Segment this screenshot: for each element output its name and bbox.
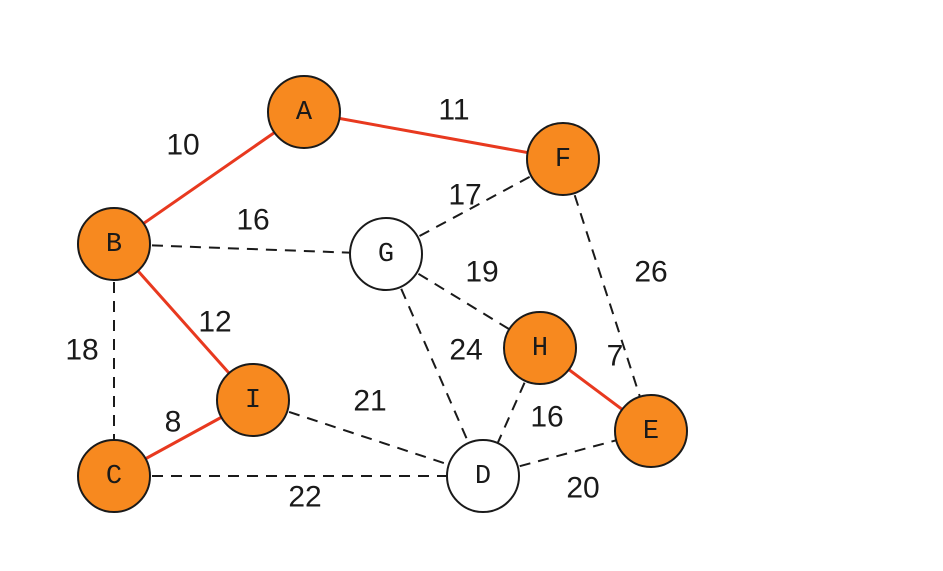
edge-weight-b-c: 18 bbox=[65, 334, 98, 367]
node-label-e: E bbox=[643, 417, 659, 447]
node-e: E bbox=[614, 394, 688, 468]
edge-b-g bbox=[113, 243, 387, 255]
node-g: G bbox=[349, 217, 423, 291]
node-a: A bbox=[267, 75, 341, 149]
node-circle-e bbox=[614, 394, 688, 468]
edge-a-b bbox=[113, 110, 305, 246]
node-f: F bbox=[526, 122, 600, 196]
node-label-b: B bbox=[106, 230, 122, 260]
node-circle-a bbox=[267, 75, 341, 149]
node-label-a: A bbox=[296, 98, 313, 128]
edge-f-e bbox=[562, 158, 652, 432]
node-circle-f bbox=[526, 122, 600, 196]
edge-a-f bbox=[303, 110, 564, 161]
edge-weight-b-i: 12 bbox=[198, 306, 231, 339]
edge-weight-g-h: 19 bbox=[465, 256, 498, 289]
node-i: I bbox=[216, 363, 290, 437]
edge-i-d bbox=[252, 399, 484, 477]
node-circle-c bbox=[77, 439, 151, 513]
node-label-c: C bbox=[106, 462, 122, 492]
node-label-g: G bbox=[378, 240, 394, 270]
node-label-i: I bbox=[245, 386, 261, 416]
node-circle-i bbox=[216, 363, 290, 437]
edge-weight-c-i: 8 bbox=[165, 406, 182, 439]
edge-g-d bbox=[385, 253, 484, 477]
node-label-d: D bbox=[475, 462, 491, 492]
node-d: D bbox=[446, 439, 520, 513]
node-label-f: F bbox=[555, 145, 571, 175]
edge-g-f bbox=[385, 158, 564, 255]
edge-weight-f-e: 26 bbox=[634, 256, 667, 289]
edge-weight-a-b: 10 bbox=[166, 129, 199, 162]
edge-weight-i-d: 21 bbox=[353, 385, 386, 418]
node-b: B bbox=[77, 207, 151, 281]
edge-weight-c-d: 22 bbox=[288, 481, 321, 514]
edge-weight-a-f: 11 bbox=[438, 94, 469, 127]
node-circle-g bbox=[349, 217, 423, 291]
edge-weight-h-d: 16 bbox=[530, 401, 563, 434]
edge-weight-g-d: 24 bbox=[449, 334, 482, 367]
edge-weight-g-f: 17 bbox=[448, 179, 481, 212]
node-c: C bbox=[77, 439, 151, 513]
node-h: H bbox=[503, 311, 577, 385]
edge-weight-d-e: 20 bbox=[566, 472, 599, 505]
edge-weight-b-g: 16 bbox=[236, 204, 269, 237]
edge-weights-layer: 10 11 16 12 18 8 22 21 17 19 24 26 7 16 20 bbox=[65, 94, 667, 514]
node-circle-h bbox=[503, 311, 577, 385]
node-label-h: H bbox=[532, 334, 548, 364]
nodes-layer: A B C D E F G H I bbox=[77, 75, 688, 513]
node-circle-b bbox=[77, 207, 151, 281]
edge-weight-h-e: 7 bbox=[607, 340, 624, 373]
node-circle-d bbox=[446, 439, 520, 513]
